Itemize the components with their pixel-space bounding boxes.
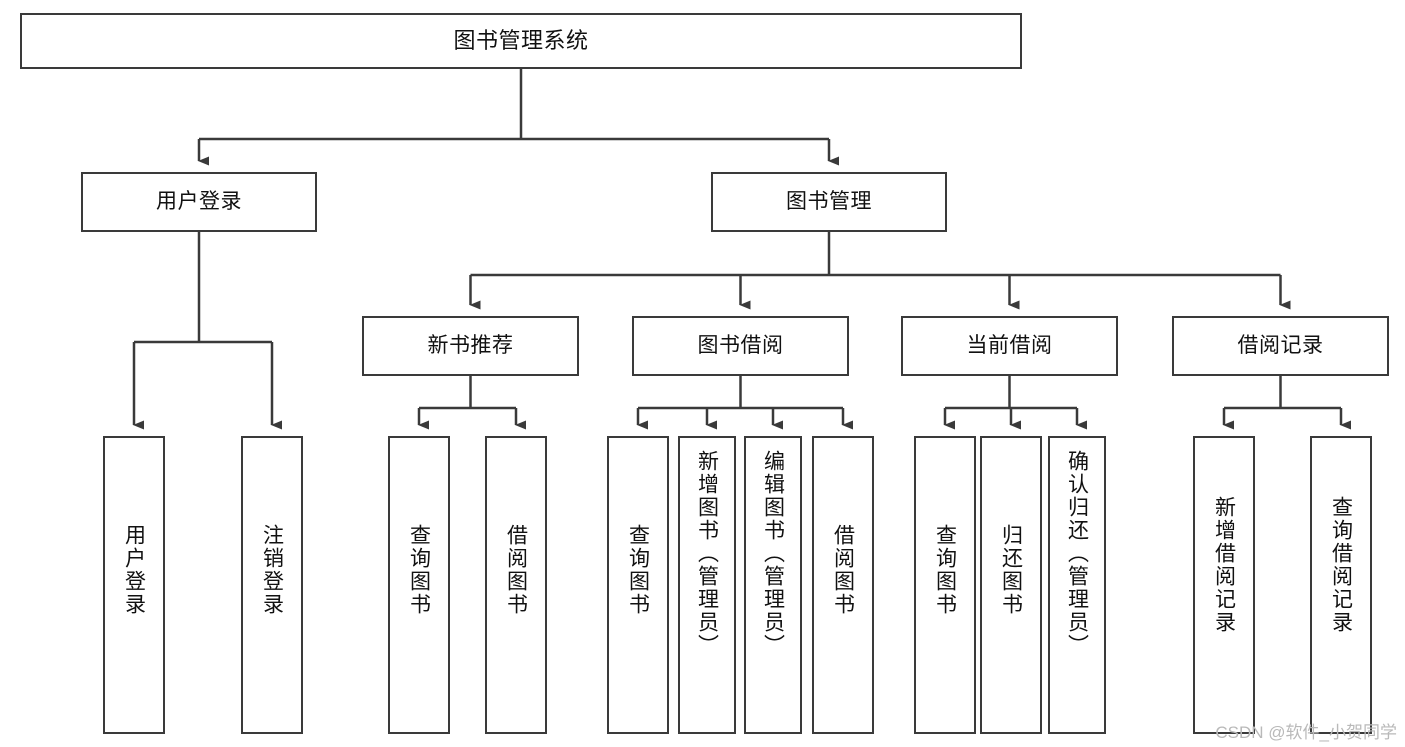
node-label: 新增图书（管理员） <box>695 450 719 657</box>
node-label: 图书借阅 <box>697 334 784 358</box>
node-book-management[interactable]: 图书管理 <box>711 172 947 232</box>
node-leaf-borrow-book-recommend[interactable]: 借阅图书 <box>485 436 547 734</box>
node-leaf-add-book-admin[interactable]: 新增图书（管理员） <box>678 436 736 734</box>
node-user-login[interactable]: 用户登录 <box>81 172 317 232</box>
node-label: 新增借阅记录 <box>1212 496 1236 634</box>
node-root-book-management-system[interactable]: 图书管理系统 <box>20 13 1022 69</box>
node-current-borrow[interactable]: 当前借阅 <box>901 316 1118 376</box>
node-leaf-logout[interactable]: 注销登录 <box>241 436 303 734</box>
node-leaf-return-book[interactable]: 归还图书 <box>980 436 1042 734</box>
node-label: 新书推荐 <box>427 334 514 358</box>
node-leaf-query-book-current[interactable]: 查询图书 <box>914 436 976 734</box>
watermark-text: CSDN @软件_小贺同学 <box>1215 723 1397 742</box>
node-leaf-query-borrow-record[interactable]: 查询借阅记录 <box>1310 436 1372 734</box>
node-label: 借阅记录 <box>1237 334 1324 358</box>
node-label: 查询借阅记录 <box>1329 496 1353 634</box>
node-leaf-edit-book-admin[interactable]: 编辑图书（管理员） <box>744 436 802 734</box>
node-label: 用户登录 <box>122 524 146 616</box>
node-borrow-record[interactable]: 借阅记录 <box>1172 316 1389 376</box>
node-label: 图书管理 <box>786 190 872 214</box>
node-label: 当前借阅 <box>966 334 1053 358</box>
node-label: 图书管理系统 <box>453 27 589 53</box>
node-label: 借阅图书 <box>831 524 855 616</box>
node-new-book-recommendation[interactable]: 新书推荐 <box>362 316 579 376</box>
node-label: 编辑图书（管理员） <box>761 450 785 657</box>
node-label: 注销登录 <box>260 524 284 616</box>
node-leaf-query-book-recommend[interactable]: 查询图书 <box>388 436 450 734</box>
node-label: 查询图书 <box>933 524 957 616</box>
node-label: 用户登录 <box>156 190 242 214</box>
node-label: 查询图书 <box>626 524 650 616</box>
node-book-borrow[interactable]: 图书借阅 <box>632 316 849 376</box>
node-leaf-add-borrow-record[interactable]: 新增借阅记录 <box>1193 436 1255 734</box>
node-leaf-query-book-borrow[interactable]: 查询图书 <box>607 436 669 734</box>
node-leaf-confirm-return-admin[interactable]: 确认归还（管理员） <box>1048 436 1106 734</box>
node-leaf-borrow-book[interactable]: 借阅图书 <box>812 436 874 734</box>
node-label: 归还图书 <box>999 524 1023 616</box>
node-leaf-user-login[interactable]: 用户登录 <box>103 436 165 734</box>
node-label: 确认归还（管理员） <box>1065 450 1089 657</box>
node-label: 借阅图书 <box>504 524 528 616</box>
node-label: 查询图书 <box>407 524 431 616</box>
